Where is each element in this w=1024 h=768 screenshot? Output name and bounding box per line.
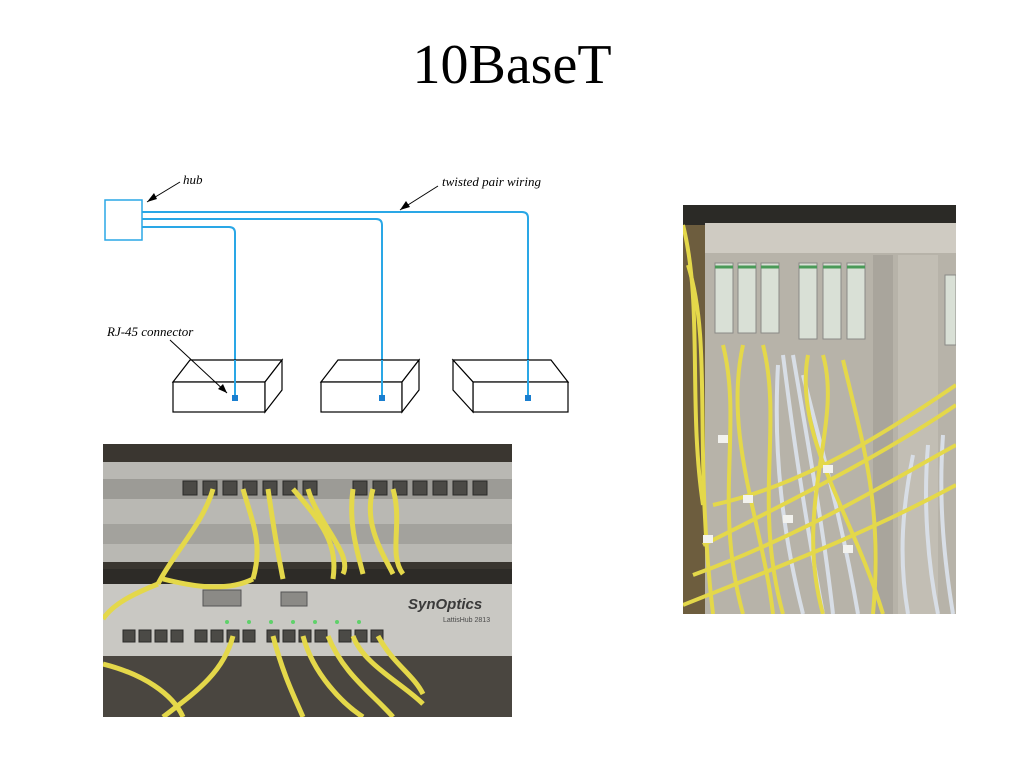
wire-to-host-1 <box>142 226 236 398</box>
rack-photo <box>683 205 956 614</box>
wiring-label: twisted pair wiring <box>442 174 541 189</box>
twisted-pair-wires <box>142 211 529 398</box>
hub-photo: SynOptics LattisHub 2813 <box>103 444 512 717</box>
hub-label: hub <box>183 172 203 187</box>
wire-to-host-3 <box>142 211 529 398</box>
rj45-connector-2 <box>379 395 385 401</box>
rj45-connector-3 <box>525 395 531 401</box>
connector-label: RJ-45 connector <box>106 324 194 339</box>
host-box-2 <box>319 358 421 414</box>
host-box-1 <box>171 358 284 414</box>
connector-arrow <box>169 339 228 394</box>
hub-cables-yellow <box>103 487 426 717</box>
patch-panel <box>103 462 512 562</box>
network-diagram: hub twisted pair wiring RJ-45 connector <box>104 172 570 414</box>
host-box-3 <box>451 358 570 414</box>
hub-brand: SynOptics <box>408 596 482 613</box>
hub-model: LattisHub 2813 <box>443 617 490 624</box>
wire-to-host-2 <box>142 218 383 398</box>
slide-title: 10BaseT <box>412 34 612 96</box>
hub-box <box>104 199 143 241</box>
rack-module-cards <box>714 262 956 346</box>
rj45-connector-1 <box>232 395 238 401</box>
